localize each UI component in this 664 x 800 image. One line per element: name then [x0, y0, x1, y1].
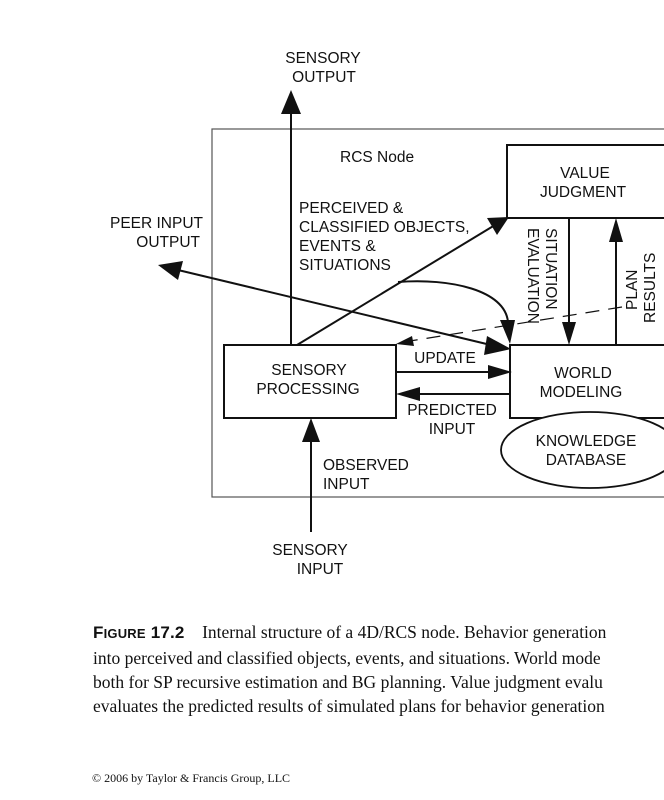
peer-io-label: OUTPUT [136, 234, 200, 251]
caption-line: evaluates the predicted results of simul… [93, 696, 605, 716]
sensory-output-arrow [281, 90, 301, 345]
situation-evaluation-label: SITUATION [542, 228, 559, 310]
plan-results-arrow [609, 218, 623, 345]
svg-text:VALUE: VALUE [560, 165, 610, 182]
plan-results-label: RESULTS [642, 253, 659, 323]
figure-caption: FIGURE 17.2 Internal structure of a 4D/R… [93, 620, 664, 718]
sensory-input-label: SENSORY [272, 542, 348, 559]
svg-text:WORLD: WORLD [554, 365, 612, 382]
update-label: UPDATE [414, 350, 476, 367]
figure-number: 17.2 [150, 623, 185, 642]
value-judgment-box: VALUE JUDGMENT [506, 144, 664, 219]
figure-label-initial: F [93, 623, 104, 642]
situation-evaluation-label: EVALUATION [524, 228, 541, 324]
svg-text:SENSORY: SENSORY [271, 362, 347, 379]
sensory-processing-box: SENSORY PROCESSING [223, 344, 397, 419]
sensory-output-label: OUTPUT [292, 69, 356, 86]
rcs-node-frame [211, 128, 664, 498]
caption-line: both for SP recursive estimation and BG … [93, 672, 603, 692]
perceived-label: SITUATIONS [299, 257, 391, 274]
perceived-label: PERCEIVED & [299, 200, 404, 217]
world-modeling-box: WORLD MODELING [509, 344, 664, 419]
predicted-input-arrow [396, 387, 510, 401]
rcs-node-label: RCS Node [340, 149, 414, 166]
observed-input-label: INPUT [323, 476, 370, 493]
rcs-node-diagram: RCS Node VALUE JUDGMENT SENSORY PROCESSI… [110, 50, 664, 578]
perceived-label: EVENTS & [299, 238, 376, 255]
svg-text:PROCESSING: PROCESSING [256, 381, 359, 398]
dashed-prediction-line [396, 306, 623, 346]
knowledge-database-ellipse: KNOWLEDGE DATABASE [500, 411, 664, 489]
situation-evaluation-arrow [562, 218, 576, 345]
copyright-footer: © 2006 by Taylor & Francis Group, LLC [92, 771, 291, 785]
perceived-label: CLASSIFIED OBJECTS, [299, 219, 470, 236]
peer-io-label: PEER INPUT [110, 215, 204, 232]
plan-results-label: PLAN [624, 270, 641, 311]
svg-text:JUDGMENT: JUDGMENT [540, 184, 627, 201]
caption-line: FIGURE 17.2 Internal structure of a 4D/R… [93, 620, 664, 646]
caption-text: Internal structure of a 4D/RCS node. Beh… [202, 622, 607, 642]
predicted-input-label: INPUT [429, 421, 476, 438]
svg-text:MODELING: MODELING [540, 384, 623, 401]
figure-label-smallcaps: IGURE [103, 626, 146, 641]
sensory-input-label: INPUT [297, 561, 344, 578]
sensory-output-label: SENSORY [285, 50, 361, 67]
svg-text:KNOWLEDGE: KNOWLEDGE [536, 433, 637, 450]
svg-text:DATABASE: DATABASE [546, 452, 626, 469]
update-arrow [396, 365, 512, 379]
caption-line: into perceived and classified objects, e… [93, 648, 601, 668]
figure-label: FIGURE 17.2 [93, 623, 185, 642]
perceived-objects-arrow [296, 217, 509, 346]
observed-input-arrow [302, 418, 320, 532]
peer-io-arrow [158, 261, 511, 355]
curved-feedback-arrow [397, 280, 515, 344]
predicted-input-label: PREDICTED [407, 402, 497, 419]
observed-input-label: OBSERVED [323, 457, 409, 474]
